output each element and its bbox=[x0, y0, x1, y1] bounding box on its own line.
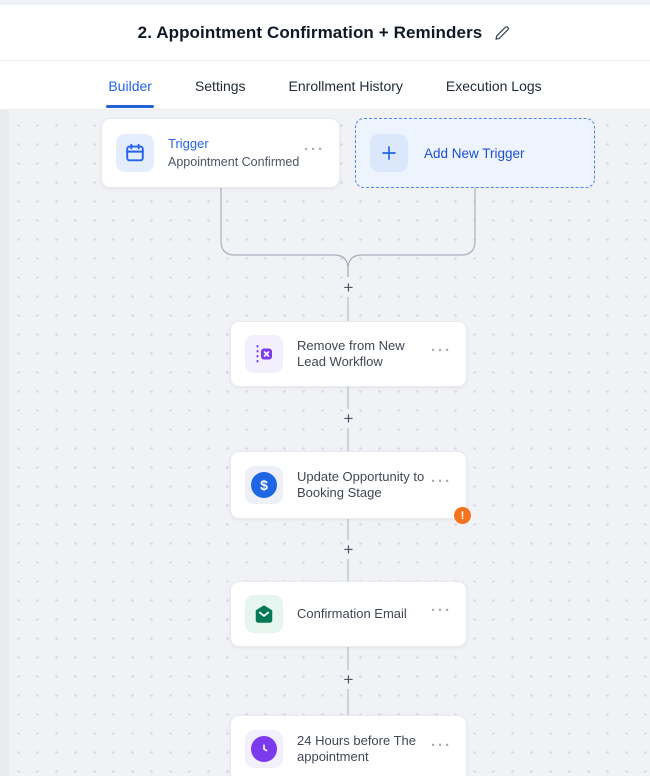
tab-enrollment-history[interactable]: Enrollment History bbox=[288, 78, 403, 94]
action-node-confirmation-email[interactable]: Confirmation Email ··· bbox=[230, 581, 467, 647]
node-menu-button[interactable]: ··· bbox=[431, 737, 452, 754]
node-icon-container bbox=[245, 335, 283, 373]
trigger-label: Trigger bbox=[168, 136, 209, 151]
clock-icon bbox=[251, 736, 277, 762]
node-label: 24 Hours before The appointment bbox=[297, 733, 416, 764]
edit-title-button[interactable] bbox=[492, 23, 512, 43]
node-label: Remove from New Lead Workflow bbox=[297, 338, 405, 369]
email-icon bbox=[255, 605, 273, 623]
workflow-header: 2. Appointment Confirmation + Reminders bbox=[0, 5, 650, 61]
trigger-node[interactable]: Trigger Appointment Confirmed ··· bbox=[101, 118, 340, 188]
add-action-button-2[interactable]: + bbox=[343, 409, 354, 428]
add-new-trigger-button[interactable]: Add New Trigger bbox=[355, 118, 595, 188]
tab-settings[interactable]: Settings bbox=[194, 78, 246, 94]
add-action-button-4[interactable]: + bbox=[343, 670, 354, 689]
node-menu-button[interactable]: ··· bbox=[431, 342, 452, 359]
remove-from-workflow-icon bbox=[256, 345, 272, 363]
node-icon-container bbox=[245, 595, 283, 633]
pencil-icon bbox=[495, 25, 510, 40]
action-node-remove-from-workflow[interactable]: Remove from New Lead Workflow ··· bbox=[230, 321, 467, 387]
node-label: Update Opportunity to Booking Stage bbox=[297, 469, 425, 500]
top-strip bbox=[0, 0, 650, 5]
node-menu-button[interactable]: ··· bbox=[431, 602, 452, 619]
node-menu-button[interactable]: ··· bbox=[431, 473, 452, 490]
node-icon-container bbox=[245, 730, 283, 768]
trigger-text: Trigger Appointment Confirmed bbox=[168, 136, 299, 170]
trigger-icon-container bbox=[116, 134, 154, 172]
plus-icon bbox=[382, 146, 396, 160]
page-title: 2. Appointment Confirmation + Reminders bbox=[137, 22, 483, 42]
tab-execution-logs[interactable]: Execution Logs bbox=[445, 78, 542, 94]
trigger-sublabel: Appointment Confirmed bbox=[168, 155, 300, 169]
workflow-canvas[interactable]: Trigger Appointment Confirmed ··· Add Ne… bbox=[0, 110, 650, 776]
warning-badge[interactable]: ! bbox=[454, 507, 471, 524]
add-trigger-icon-container bbox=[370, 134, 408, 172]
action-node-24h-reminder[interactable]: 24 Hours before The appointment ··· bbox=[230, 715, 467, 776]
dollar-icon: $ bbox=[251, 472, 277, 498]
tab-builder[interactable]: Builder bbox=[106, 64, 154, 108]
node-label: Confirmation Email bbox=[297, 606, 407, 621]
action-node-update-opportunity[interactable]: $ Update Opportunity to Booking Stage ··… bbox=[230, 451, 471, 524]
workflow-tabs: Builder Settings Enrollment History Exec… bbox=[0, 61, 650, 110]
canvas-left-edge bbox=[0, 110, 9, 776]
calendar-icon bbox=[126, 143, 144, 162]
add-action-button-1[interactable]: + bbox=[343, 278, 354, 297]
node-icon-container: $ bbox=[245, 466, 283, 504]
trigger-menu-button[interactable]: ··· bbox=[304, 141, 325, 158]
connector-lines bbox=[220, 188, 476, 715]
add-action-button-3[interactable]: + bbox=[343, 540, 354, 559]
add-new-trigger-label: Add New Trigger bbox=[424, 145, 525, 161]
